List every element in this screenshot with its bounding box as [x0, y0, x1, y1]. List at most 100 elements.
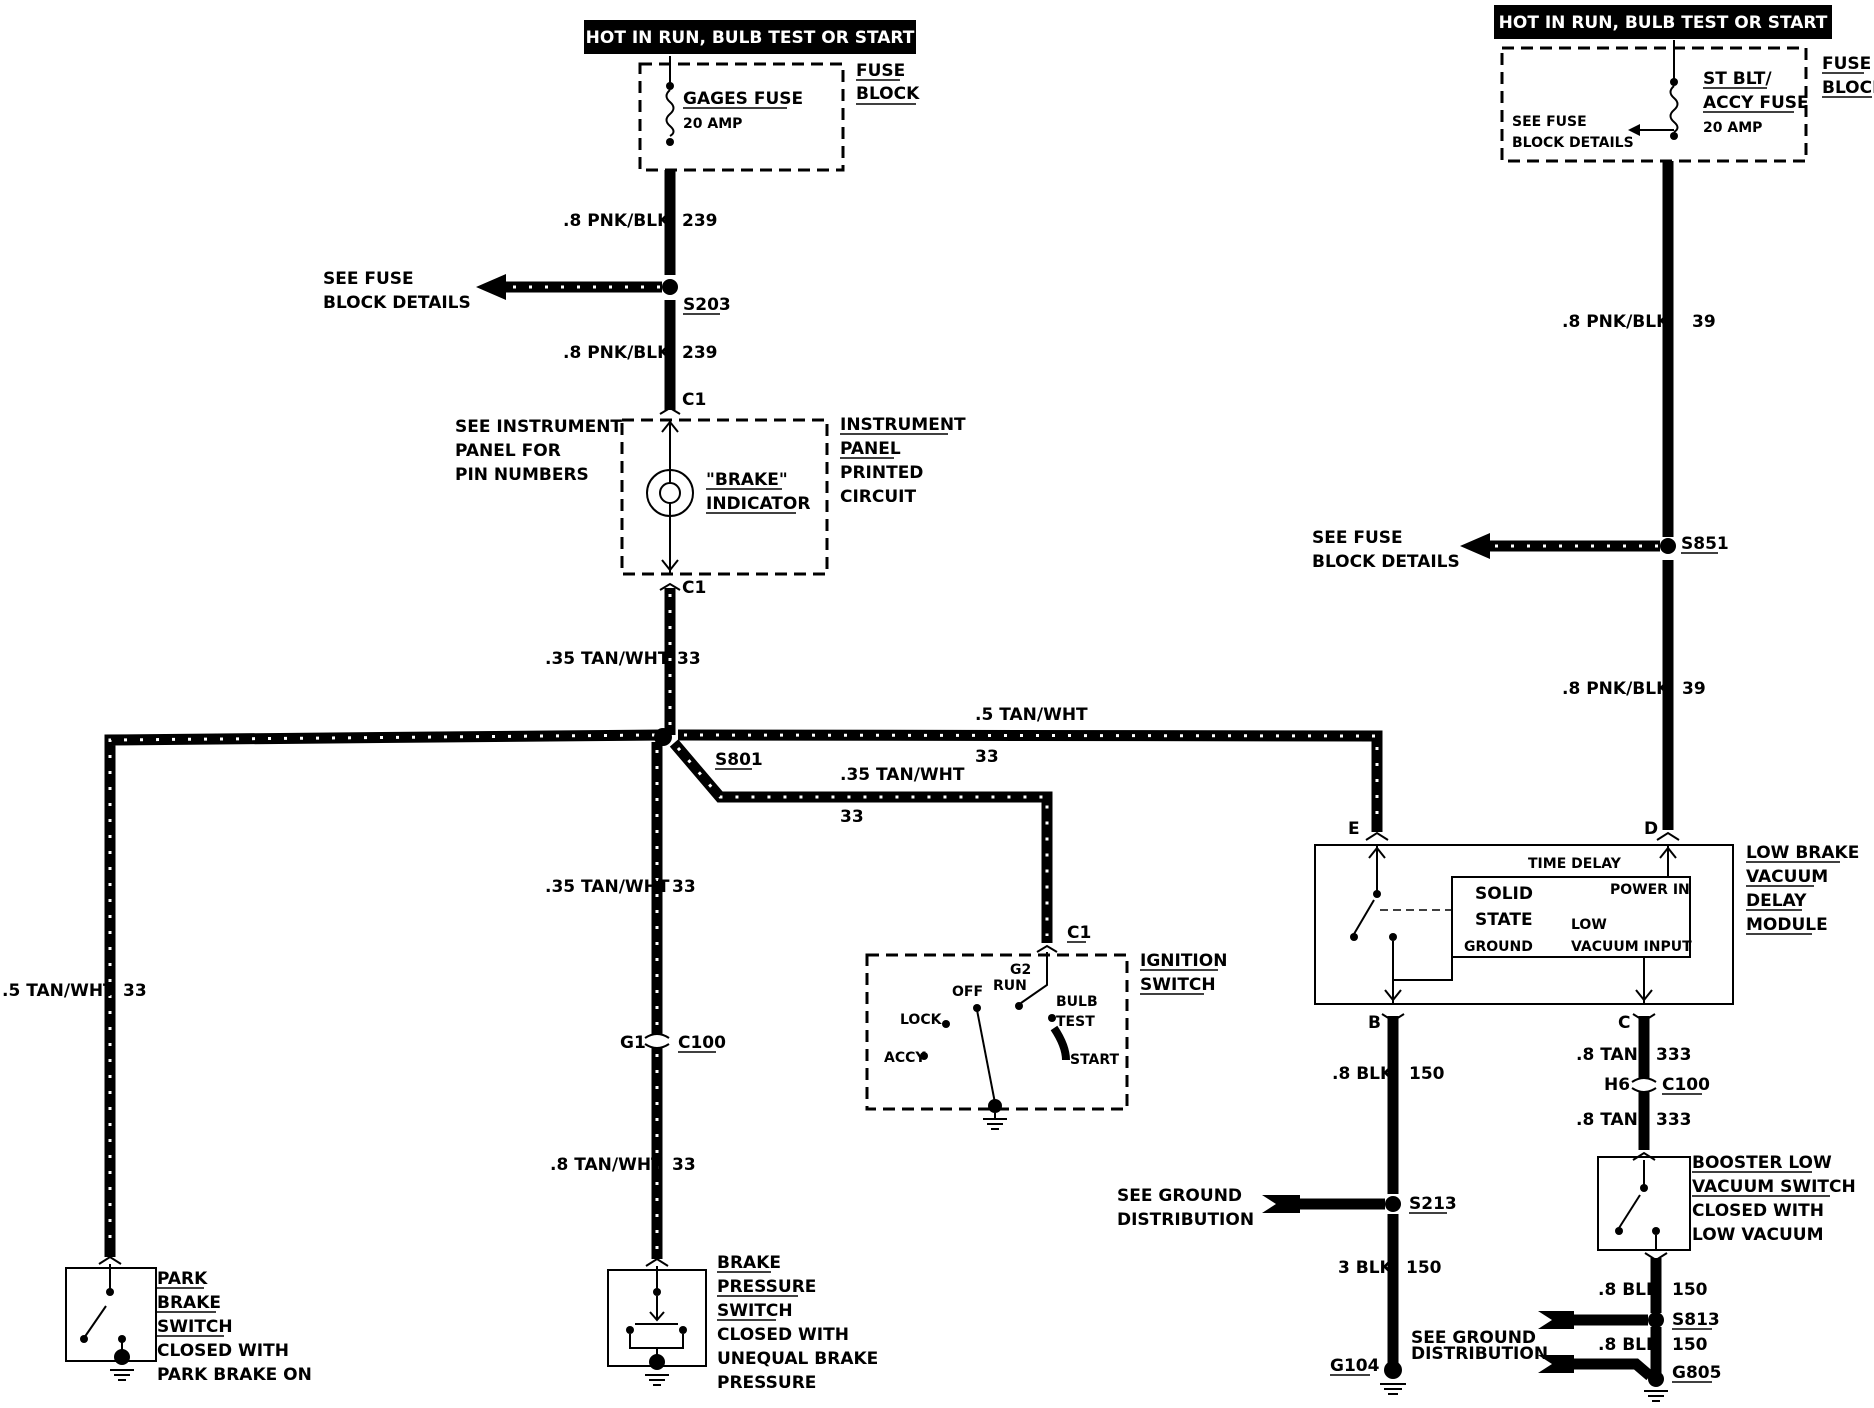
brake-pressure-plunger-arrow-icon: [649, 1311, 665, 1322]
wire-33-center-number: 33: [672, 877, 696, 897]
park-brake-connector-icon: [98, 1255, 122, 1265]
g104-label: G104: [1330, 1356, 1380, 1376]
brake-pressure-ground-dot: [649, 1354, 665, 1370]
delay-module-label-2: VACUUM: [1746, 867, 1828, 887]
ignition-c1-label: C1: [1067, 923, 1091, 943]
module-e-arrow-icon: [1368, 846, 1386, 859]
brake-pressure-label-5: UNEQUAL BRAKE: [717, 1349, 878, 1369]
delay-module-label-1: LOW BRAKE: [1746, 843, 1859, 863]
module-relay-contact-left: [1350, 933, 1358, 941]
s851-see-fuse-1: SEE FUSE: [1312, 528, 1403, 548]
module-relay-contact-right: [1389, 933, 1397, 941]
brake-pressure-contact-right: [679, 1326, 687, 1334]
splice-s851-label: S851: [1681, 534, 1729, 554]
s213-see-ground-1: SEE GROUND: [1117, 1186, 1242, 1206]
brake-pressure-label-1: BRAKE: [717, 1253, 781, 1273]
ignition-c1-connector-icon: [1036, 944, 1058, 953]
st-blt-fuse-amp: 20 AMP: [1703, 120, 1762, 136]
see-instrument-3: PIN NUMBERS: [455, 465, 589, 485]
module-pin-d-connector-icon: [1656, 831, 1680, 841]
right-power-header-bg: [1494, 5, 1832, 39]
splice-s203-label: S203: [683, 295, 731, 315]
booster-switch-contact-left: [1615, 1227, 1623, 1235]
left-power-header: HOT IN RUN, BULB TEST OR START: [586, 28, 915, 48]
park-brake-label-1: PARK: [157, 1269, 208, 1289]
s851-branch-arrow-icon: [1460, 533, 1490, 559]
s851-see-fuse-2: BLOCK DETAILS: [1312, 552, 1460, 572]
st-blt-tap-arrow-icon: [1628, 124, 1640, 136]
splice-s203-dot: [662, 279, 678, 295]
splice-s813-dot: [1648, 1312, 1664, 1328]
brake-pressure-label-2: PRESSURE: [717, 1277, 816, 1297]
wire-333-lower-label: .8 TAN: [1576, 1110, 1638, 1130]
see-instrument-2: PANEL FOR: [455, 441, 561, 461]
wire-33-center-label: .35 TAN/WHT: [545, 877, 670, 897]
brake-pressure-label-3: SWITCH: [717, 1301, 793, 1321]
ignition-start-contact: [1050, 1025, 1070, 1061]
g104-see-ground-2: DISTRIBUTION: [1411, 1344, 1548, 1364]
ignition-run-label: RUN: [993, 978, 1027, 994]
booster-switch-contact-top: [1640, 1184, 1648, 1192]
ignition-start-label: START: [1070, 1052, 1120, 1068]
park-brake-ground-dot: [114, 1349, 130, 1365]
booster-label-4: LOW VACUUM: [1692, 1225, 1824, 1245]
connector-c1-top-label: C1: [682, 390, 706, 410]
s203-see-fuse-1: SEE FUSE: [323, 269, 414, 289]
booster-switch-contact-right: [1652, 1227, 1660, 1235]
connector-c100-right-icon: [1631, 1077, 1657, 1093]
ignition-switch-feed: [1020, 952, 1048, 1004]
right-fuse-block-label-1: FUSE: [1822, 54, 1871, 74]
wire-150-lower-label: 3 BLK: [1338, 1258, 1394, 1278]
wire-39-lower-label: .8 PNK/BLK: [1562, 679, 1670, 699]
park-brake-label-3: SWITCH: [157, 1317, 233, 1337]
wire-333-lower-number: 333: [1656, 1110, 1692, 1130]
wire-239-upper-number: 239: [682, 211, 718, 231]
wire-33-right-number: 33: [975, 747, 999, 767]
brake-indicator-label-2: INDICATOR: [706, 494, 810, 514]
module-pin-e: E: [1348, 819, 1360, 839]
wire-39-upper-label: .8 PNK/BLK: [1562, 312, 1670, 332]
brake-indicator-label-1: "BRAKE": [706, 470, 788, 490]
connector-c1-top-icon: [659, 406, 681, 415]
connector-h6-label: H6: [1604, 1075, 1630, 1095]
ignition-test-label: TEST: [1056, 1014, 1095, 1030]
module-b-arrow-icon: [1384, 989, 1402, 1002]
g805-label: G805: [1672, 1363, 1721, 1383]
ipc-label-3: PRINTED: [840, 463, 923, 483]
ignition-g2-label: G2: [1010, 962, 1031, 978]
ignition-accy-contact: [920, 1052, 928, 1060]
see-instrument-1: SEE INSTRUMENT: [455, 417, 622, 437]
brake-indicator-filament-icon: [659, 482, 681, 504]
module-relay-contact-top: [1373, 890, 1381, 898]
vacuum-input-label: VACUUM INPUT: [1571, 939, 1692, 955]
wire-150-upper-label: .8 BLK: [1332, 1064, 1394, 1084]
gages-fuse-icon: [665, 89, 675, 137]
connector-c100-center-icon: [644, 1033, 670, 1049]
brake-pressure-contact-left: [626, 1326, 634, 1334]
gages-fuse-amp: 20 AMP: [683, 116, 742, 132]
wire-33-left-number: 33: [123, 981, 147, 1001]
wire-33-ignition-number: 33: [840, 807, 864, 827]
wire-333-upper-number: 333: [1656, 1045, 1692, 1065]
left-power-header-bg: [584, 20, 916, 54]
wire-150-booster-upper-label: .8 BLK: [1598, 1280, 1660, 1300]
ignition-off-label: OFF: [952, 984, 983, 1000]
wire-39-upper-number: 39: [1692, 312, 1716, 332]
module-pin-c: C: [1618, 1013, 1630, 1033]
s203-see-fuse-2: BLOCK DETAILS: [323, 293, 471, 313]
right-fuse-see-details-2: BLOCK DETAILS: [1512, 135, 1634, 151]
module-relay-blade: [1353, 899, 1375, 935]
ignition-lock-label: LOCK: [900, 1012, 943, 1028]
s203-branch-arrow-icon: [476, 274, 506, 300]
wire-150-booster-upper-number: 150: [1672, 1280, 1708, 1300]
connector-g1-label: G1: [620, 1033, 646, 1053]
ipc-label-1: INSTRUMENT: [840, 415, 966, 435]
module-pin-b: B: [1368, 1013, 1381, 1033]
right-fuse-block-box: [1500, 46, 1808, 163]
g104-see-ground-1: SEE GROUND: [1411, 1328, 1536, 1348]
left-fuse-block-label-1: FUSE: [856, 61, 905, 81]
park-brake-contact-left: [80, 1335, 88, 1343]
wire-33-bottom-label: .8 TAN/WHT: [550, 1155, 663, 1175]
module-ground-link: [1393, 957, 1453, 981]
wire-239-lower-number: 239: [682, 343, 718, 363]
